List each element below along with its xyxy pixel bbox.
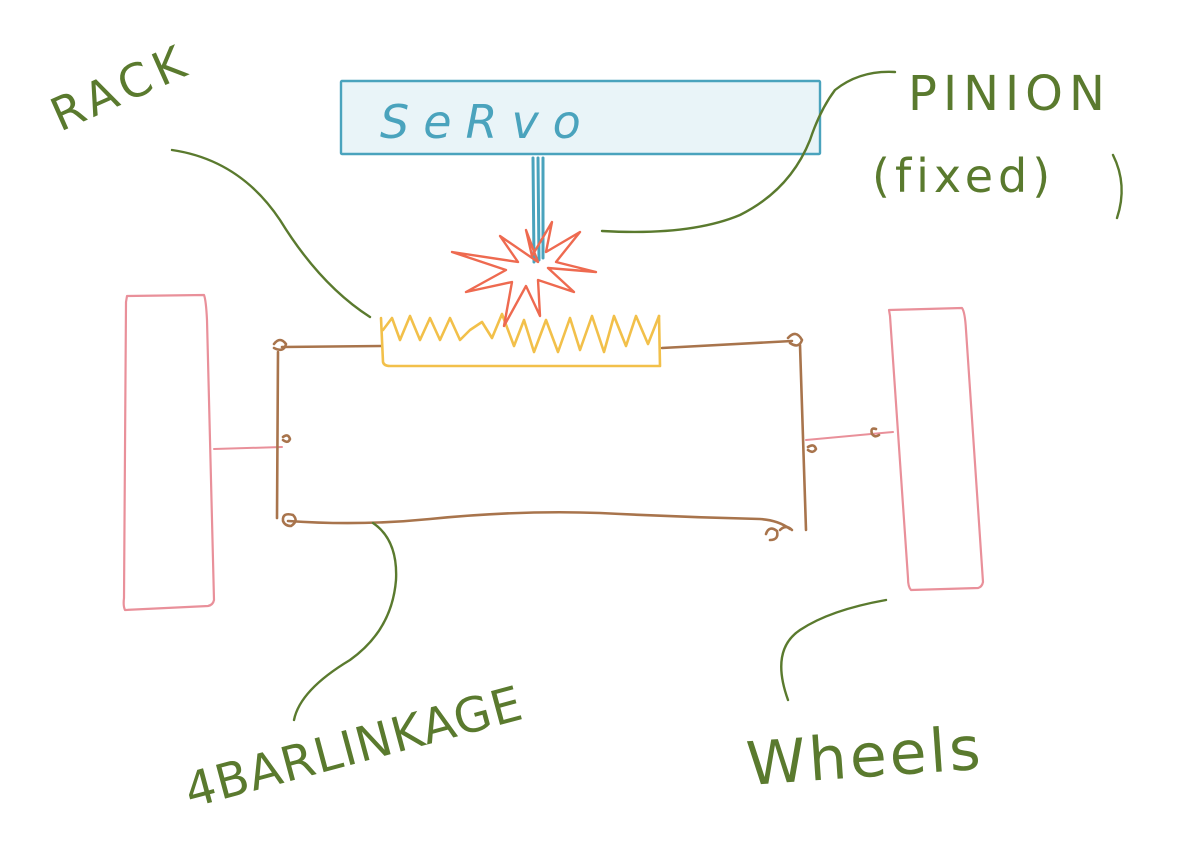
pinion-leader-hook <box>1111 153 1123 220</box>
wheels-label: Wheels <box>744 714 985 800</box>
pinion-fixed-label: (fixed) <box>872 149 1055 203</box>
right-knuckle-arm <box>805 431 894 441</box>
pinion-leader <box>600 70 897 234</box>
left-knuckle-arm <box>213 446 283 450</box>
linkage-label: 4BARLINKAGE <box>179 676 529 820</box>
four-bar-linkage <box>272 332 881 542</box>
rack-leader <box>170 148 372 319</box>
pinion-label: PINION <box>908 66 1111 122</box>
rack-label: RACK <box>43 33 199 142</box>
pinion-gear <box>450 220 598 328</box>
servo-label: SeRvo <box>380 95 595 149</box>
right-wheel <box>887 306 985 592</box>
rack <box>379 312 662 368</box>
left-wheel <box>122 293 216 612</box>
linkage-leader <box>292 521 398 722</box>
leader-lines <box>170 70 1123 722</box>
wheels-leader <box>780 598 888 702</box>
